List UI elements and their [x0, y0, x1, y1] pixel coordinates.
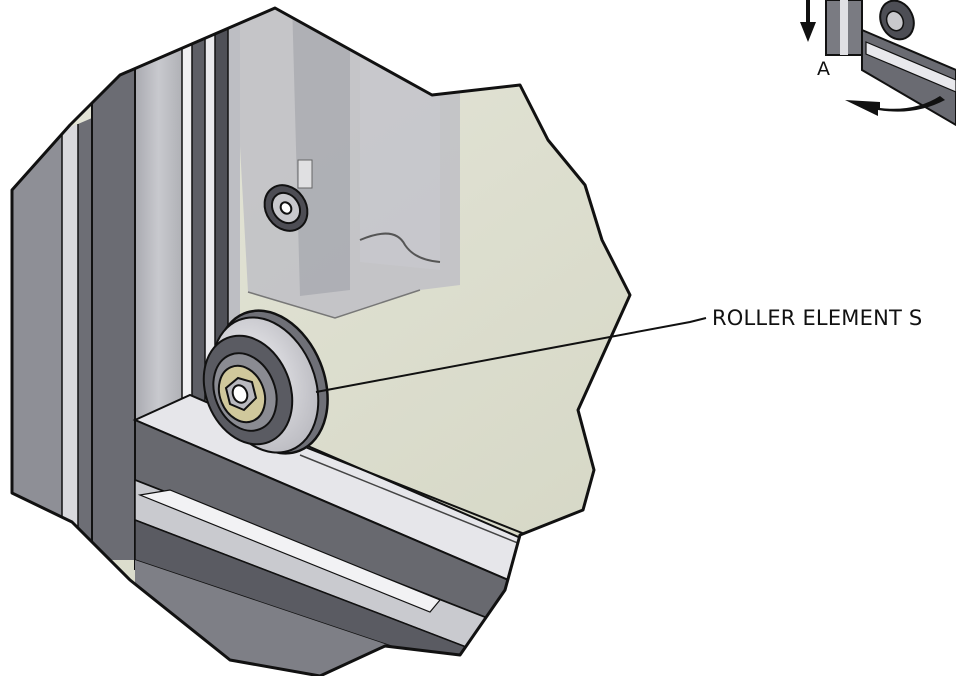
- horizontal-bottom-rail: [132, 393, 562, 676]
- view-label-a: A: [817, 58, 830, 80]
- overview-inset: [800, 0, 956, 127]
- upper-bolt-icon: [263, 184, 309, 232]
- view-arrow-down-icon: [800, 0, 816, 42]
- detail-boundary: [10, 6, 632, 676]
- left-outer-profile: [12, 118, 92, 560]
- callout-leader-line: [315, 317, 707, 393]
- callout-label: ROLLER ELEMENT S: [712, 306, 923, 330]
- view-arrow-left-icon: [845, 96, 945, 116]
- roller-element-s: [202, 309, 329, 455]
